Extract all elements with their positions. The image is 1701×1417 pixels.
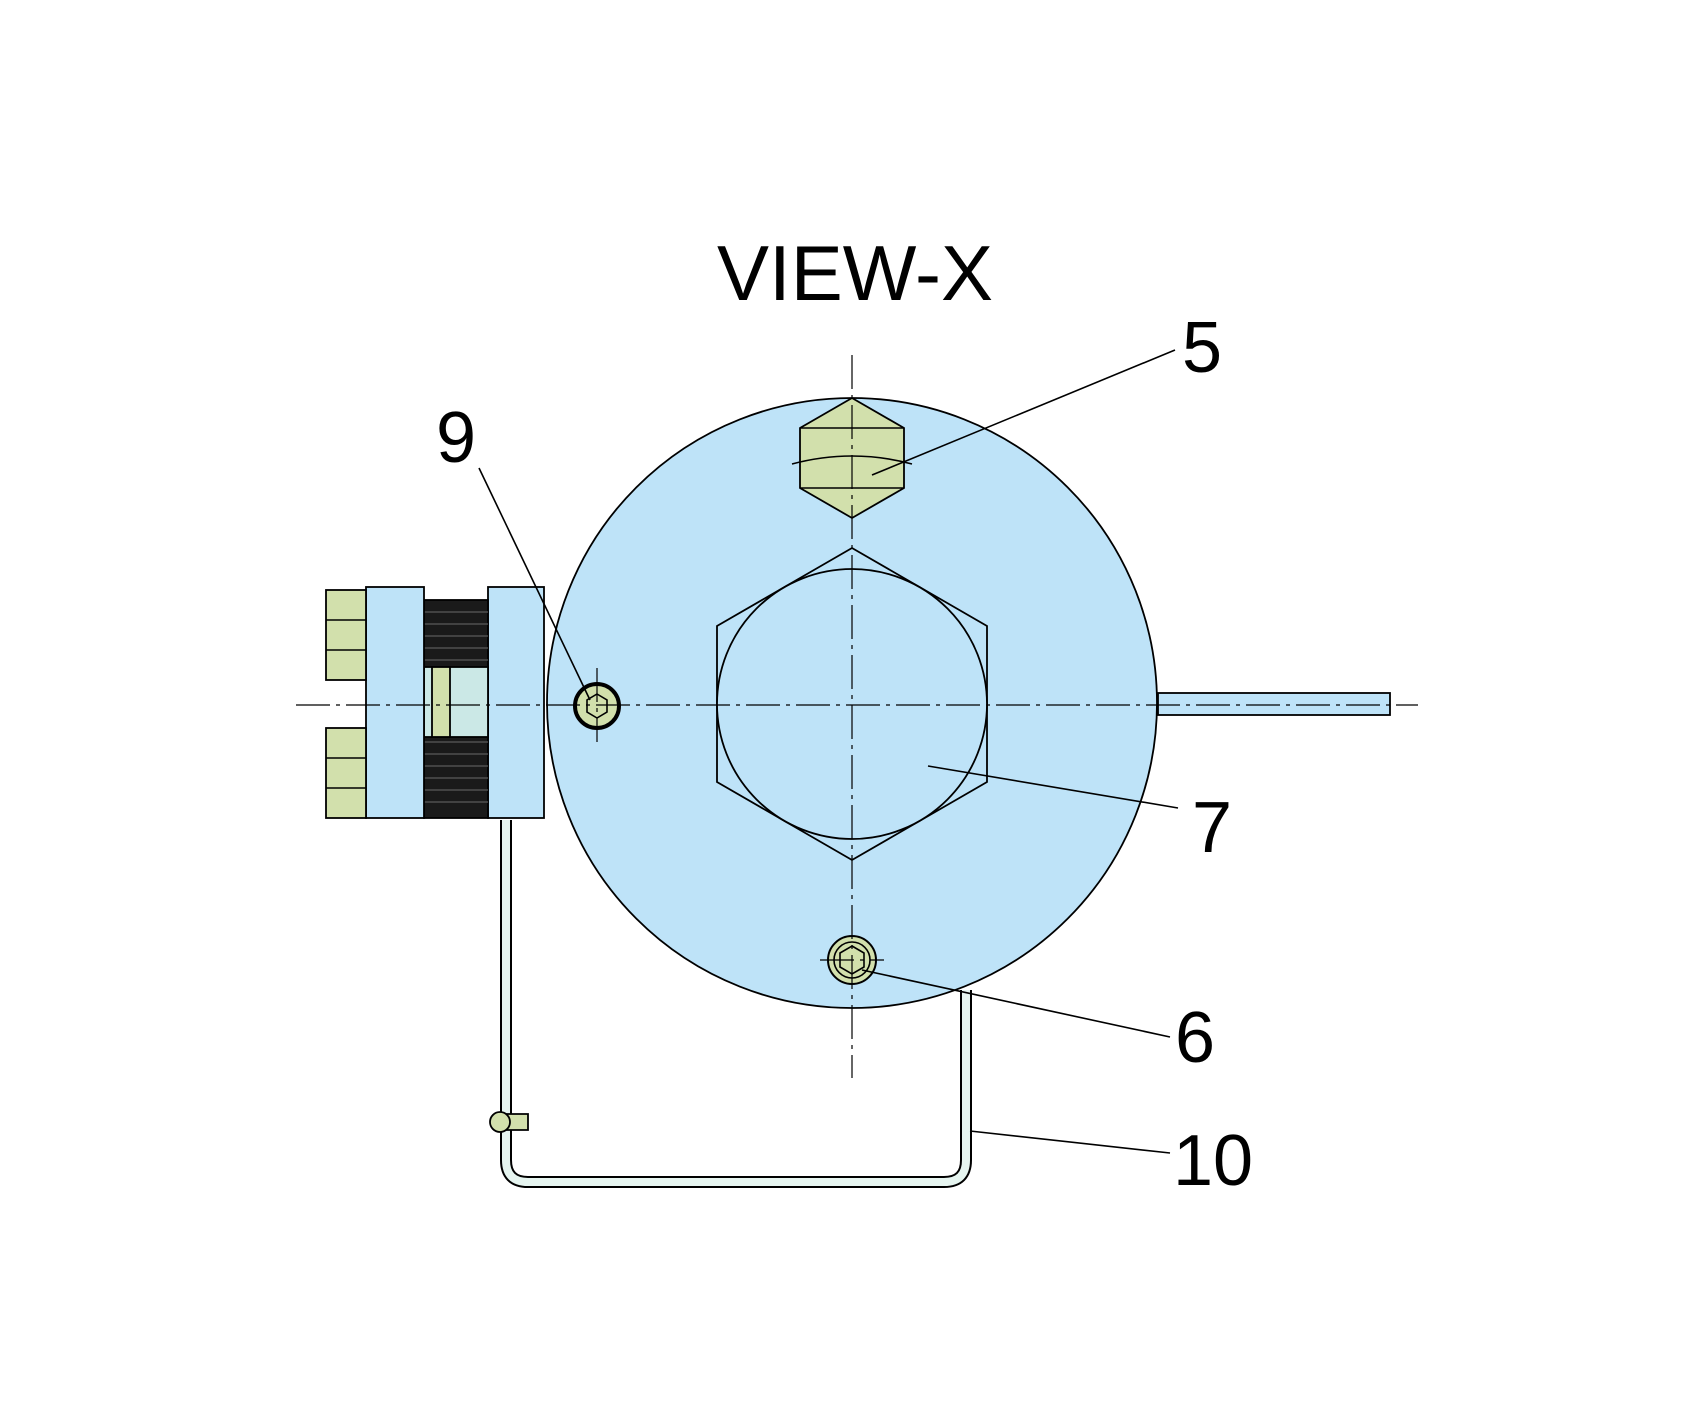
leader-5 <box>871 349 1176 476</box>
side-connector <box>325 586 545 819</box>
view-title: VIEW-X <box>717 229 993 317</box>
side-rod <box>1157 692 1391 716</box>
callout-9: 9 <box>436 398 476 478</box>
callout-5: 5 <box>1182 308 1222 388</box>
leader-10 <box>969 1130 1171 1154</box>
leader-6 <box>861 969 1171 1038</box>
callout-10: 10 <box>1173 1121 1253 1201</box>
callout-7: 7 <box>1192 788 1232 868</box>
leader-7 <box>927 765 1179 809</box>
leader-9 <box>478 467 591 701</box>
callout-6: 6 <box>1175 998 1215 1078</box>
